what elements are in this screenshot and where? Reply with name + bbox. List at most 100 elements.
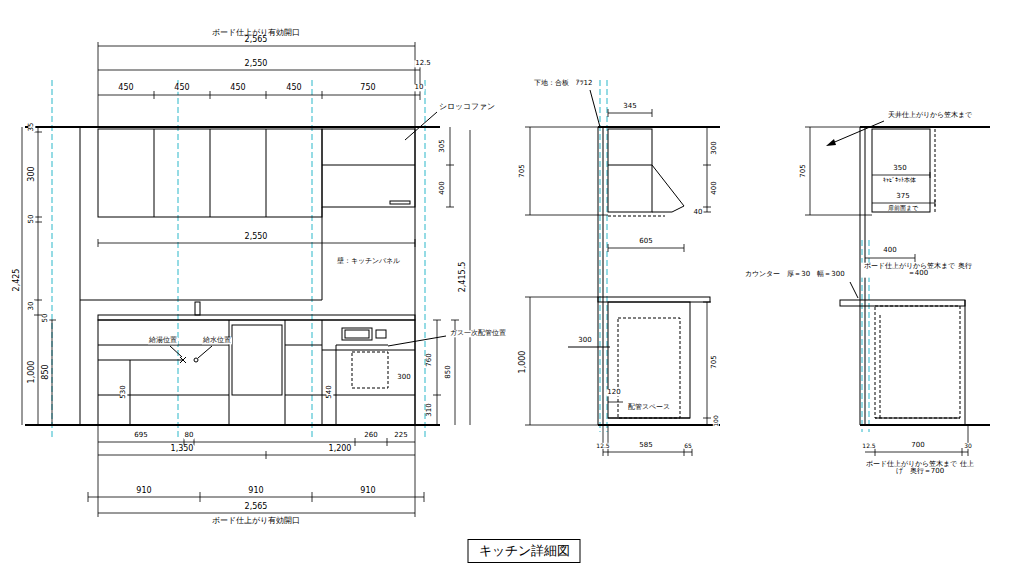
drawing-stroke: [603, 127, 604, 425]
dimension-value: 1,000: [519, 350, 527, 375]
drawing-stroke: [525, 215, 608, 216]
drawing-stroke: [684, 244, 685, 252]
drawing-stroke: [266, 91, 267, 99]
dimension-value: 540: [326, 384, 333, 399]
arrow-head: [826, 139, 836, 146]
dimension-value: 345: [622, 103, 637, 110]
drawing-stroke: [98, 129, 322, 217]
drawing-stroke: [98, 513, 415, 514]
drawing-stroke: [872, 203, 935, 204]
drawing-stroke: [530, 297, 531, 425]
drawing-stroke: [608, 113, 652, 114]
drawing-stroke: [530, 127, 531, 215]
drawing-stroke: [322, 320, 323, 425]
drawing-stroke: [872, 129, 930, 212]
note-label: ｷｬﾋﾞﾈｯﾄ本体: [882, 177, 917, 183]
dimension-value: 300: [28, 165, 36, 182]
dimension-value: 50: [28, 214, 35, 225]
dimension-value: 300: [396, 374, 411, 381]
dimension-value: 530: [120, 384, 127, 399]
drawing-stroke: [598, 424, 720, 426]
dimension-value: 700: [910, 442, 925, 449]
drawing-stroke: [935, 200, 936, 206]
drawing-stroke: [608, 302, 690, 418]
drawing-stroke: [98, 46, 415, 47]
drawing-stroke: [405, 112, 437, 140]
drawing-stroke: [98, 239, 99, 247]
drawing-caption: キッチン詳細図: [468, 539, 581, 563]
drawing-stroke: [342, 328, 372, 340]
drawing-stroke: [98, 360, 183, 361]
dimension-value: 12.5: [414, 60, 432, 67]
drawing-stroke: [880, 315, 881, 418]
drawing-stroke: [875, 306, 960, 418]
dimension-value: 2,415.5: [459, 261, 467, 294]
dimension-value: 450: [285, 84, 302, 92]
dimension-value: 12.5: [861, 443, 876, 449]
drawing-stroke: [652, 165, 684, 212]
drawing-stroke: [962, 448, 963, 456]
note-label: カウンター 厚＝30 幅＝300: [744, 271, 845, 278]
drawing-stroke: [425, 80, 426, 440]
drawing-stroke: [415, 425, 416, 517]
drawing-stroke: [285, 320, 286, 425]
dimension-value: 305: [439, 138, 446, 153]
dimension-value: 300: [711, 140, 718, 155]
section-two-dimensions: [805, 127, 968, 456]
drawing-stroke: [525, 425, 598, 426]
drawing-stroke: [88, 497, 424, 498]
drawing-stroke: [860, 424, 990, 426]
drawing-stroke: [684, 448, 685, 456]
drawing-stroke: [98, 442, 415, 443]
dimension-value: 750: [359, 84, 376, 92]
dimension-value: 450: [229, 84, 246, 92]
dimension-value: 225: [393, 432, 408, 439]
drawing-stroke: [195, 302, 200, 315]
dimension-value: 400: [882, 247, 897, 254]
drawing-stroke: [692, 448, 693, 456]
drawing-stroke: [830, 121, 884, 144]
drawing-stroke: [210, 91, 211, 99]
drawing-stroke: [608, 418, 690, 419]
dimension-value: 1,350: [170, 445, 195, 453]
drawing-stroke: [608, 425, 609, 456]
drawing-stroke: [52, 80, 53, 440]
drawing-stroke: [707, 302, 708, 425]
dimension-value: 30: [963, 443, 973, 449]
dimension-value: 910: [247, 487, 264, 495]
drawing-stroke: [98, 95, 420, 96]
drawing-stroke: [703, 165, 711, 166]
dimension-value: 1,200: [328, 445, 353, 453]
drawing-stroke: [865, 452, 968, 453]
note-label: ガス一次配管位置: [449, 330, 507, 337]
drawing-stroke: [98, 70, 420, 71]
drawing-stroke: [703, 212, 711, 213]
drawing-stroke: [178, 80, 179, 440]
drawing-stroke: [312, 80, 313, 440]
drawing-stroke: [424, 492, 425, 502]
drawing-stroke: [232, 325, 282, 395]
drawing-stroke: [618, 318, 680, 418]
drawing-stroke: [34, 315, 42, 316]
drawing-stroke: [415, 239, 416, 247]
drawing-stroke: [200, 492, 201, 502]
drawing-stroke: [170, 346, 182, 357]
note-label: ボード仕上がり有効開口: [211, 517, 301, 525]
drawing-stroke: [130, 360, 131, 425]
drawing-stroke: [872, 175, 930, 176]
dimension-value: 30: [28, 301, 35, 312]
dimension-value: 705: [519, 163, 526, 178]
drawing-stroke: [355, 438, 356, 446]
drawing-stroke: [154, 91, 155, 99]
drawing-stroke: [608, 109, 609, 117]
note-label: 給水位置: [202, 337, 232, 344]
dimension-value: 10: [414, 84, 425, 91]
dimension-value: 50: [42, 313, 49, 324]
grid-lines: [52, 80, 869, 440]
dimension-value: 120: [606, 389, 621, 396]
note-label: 扉前面まで: [887, 205, 919, 211]
dimension-value: 12.5: [595, 443, 610, 449]
drawing-stroke: [210, 129, 211, 217]
section-one-dimensions: [525, 109, 711, 456]
drawing-stroke: [98, 395, 229, 396]
